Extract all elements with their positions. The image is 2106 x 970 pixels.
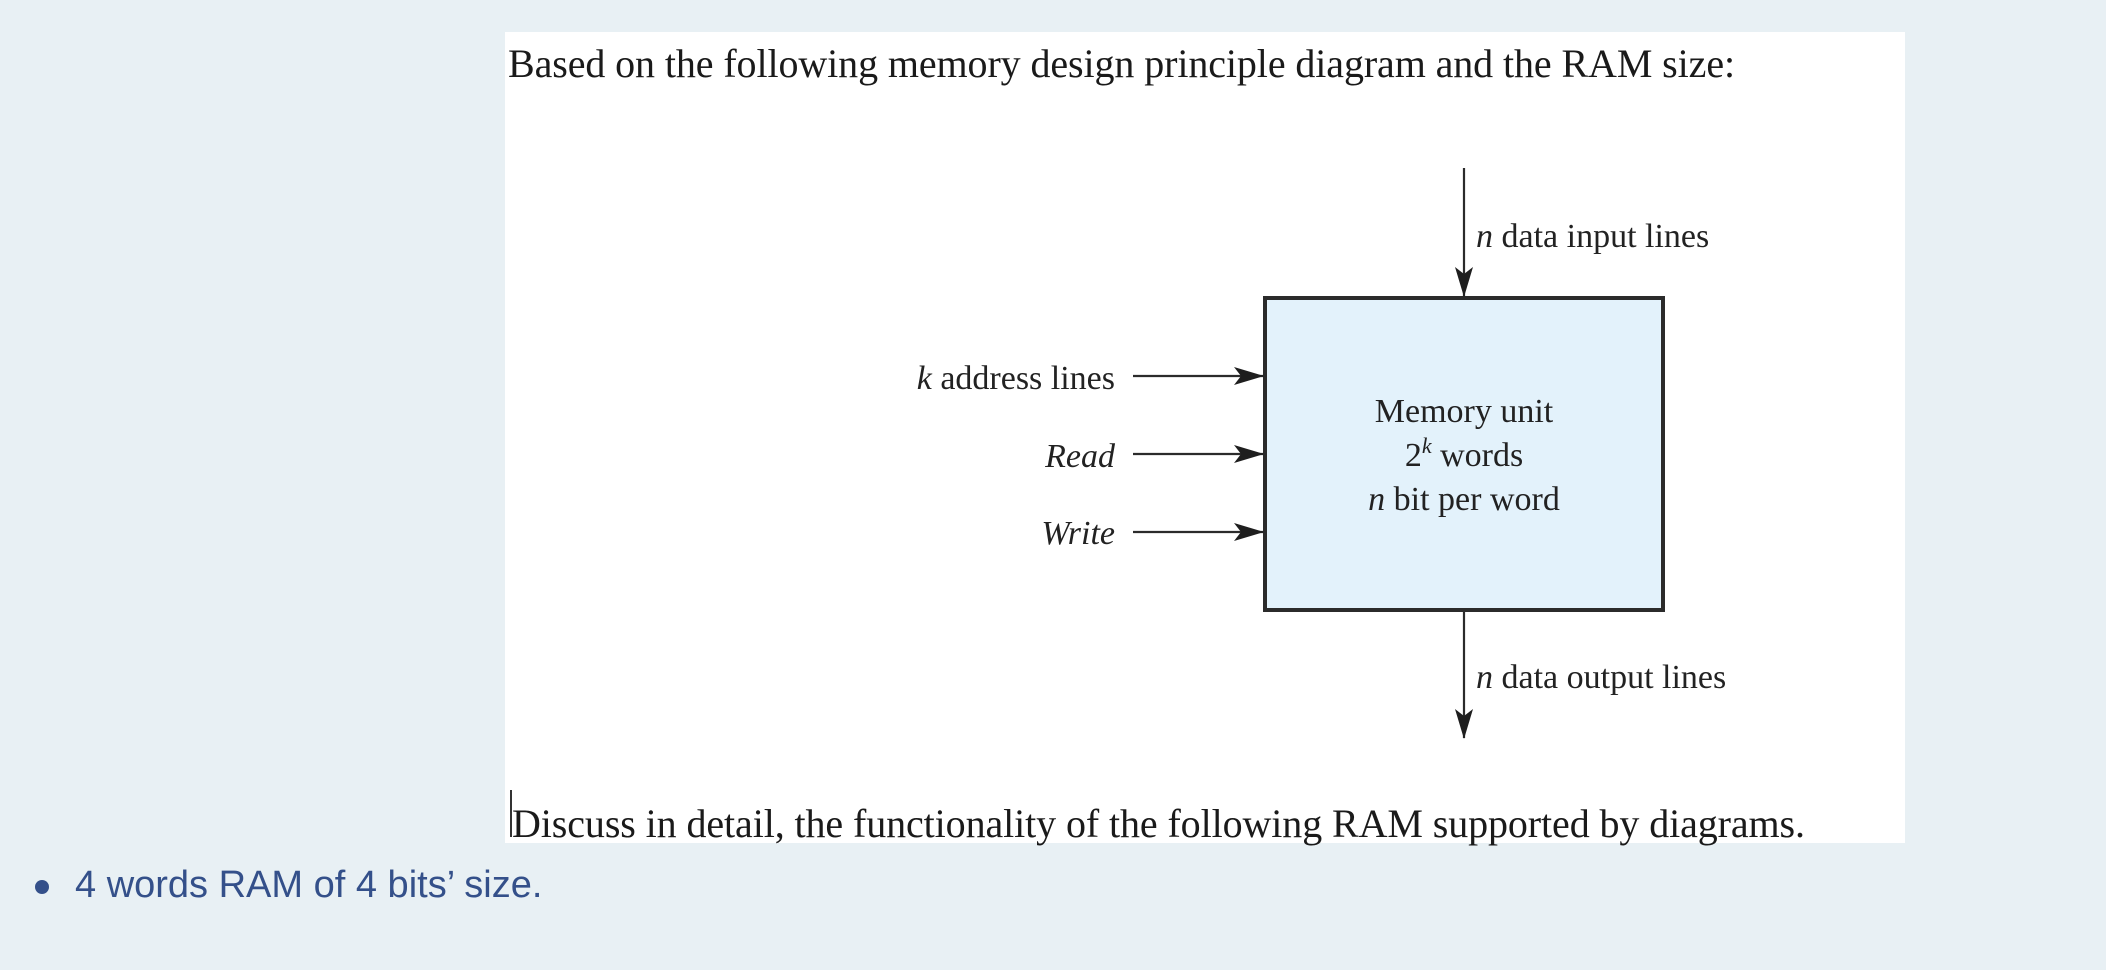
list-item: 4 words RAM of 4 bits’ size. xyxy=(0,862,542,908)
question-card: Based on the following memory design pri… xyxy=(505,32,1905,846)
text-cursor xyxy=(510,790,512,837)
requirements-list: 4 words RAM of 4 bits’ size. xyxy=(0,862,542,908)
bullet-icon xyxy=(35,880,49,894)
list-item-text: 4 words RAM of 4 bits’ size. xyxy=(75,864,543,906)
question-prompt: Discuss in detail, the functionality of … xyxy=(512,801,1805,846)
question-intro: Based on the following memory design pri… xyxy=(508,41,1735,86)
